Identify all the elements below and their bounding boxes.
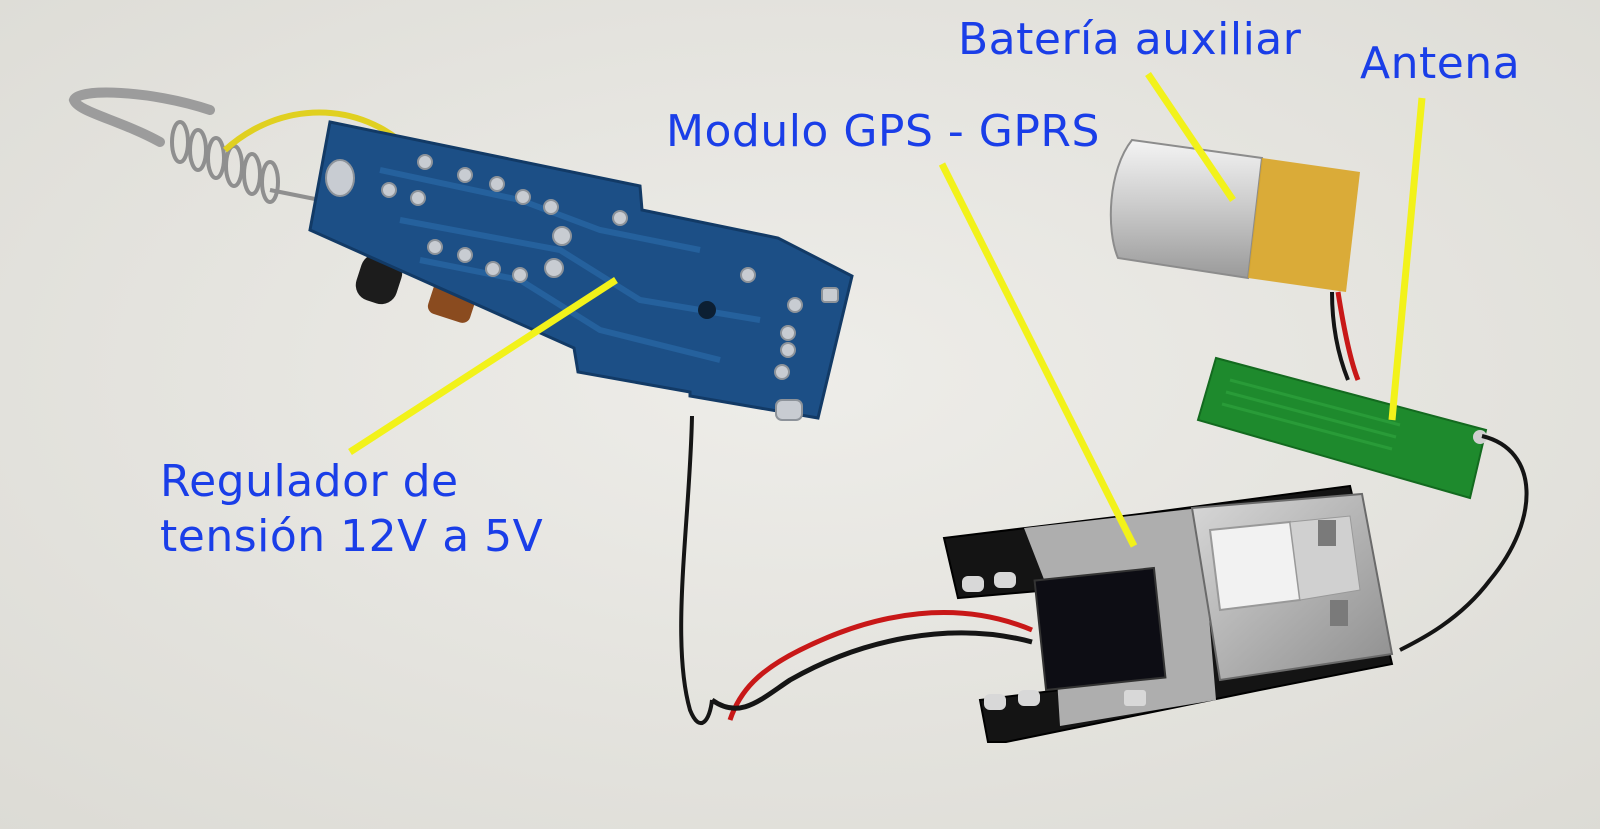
label-regulador-line2: tensión 12V a 5V bbox=[160, 511, 544, 562]
label-bateria-auxiliar: Batería auxiliar bbox=[958, 14, 1302, 65]
module-black-wire bbox=[710, 630, 1033, 711]
pointer-line-antena bbox=[1388, 97, 1426, 421]
black-wire-lower bbox=[679, 415, 714, 725]
metal-clip bbox=[68, 87, 215, 147]
battery-kapton-wrap bbox=[1248, 158, 1360, 292]
antenna bbox=[1196, 356, 1529, 652]
pointer-line-regulador bbox=[348, 277, 618, 455]
battery-red-wire bbox=[1335, 291, 1361, 381]
module-red-wire bbox=[727, 610, 1033, 721]
battery-body bbox=[1109, 138, 1264, 280]
backup-battery bbox=[1109, 138, 1361, 381]
pointer-line-bateria bbox=[1145, 72, 1236, 202]
battery-black-wire bbox=[1330, 291, 1350, 381]
pointer-lines bbox=[348, 72, 1426, 548]
regulator-pcb bbox=[308, 120, 854, 420]
label-modulo-gps-gprs: Modulo GPS - GPRS bbox=[666, 106, 1100, 157]
pointer-line-modulo bbox=[938, 162, 1138, 548]
usb-port bbox=[1190, 492, 1394, 682]
label-antena: Antena bbox=[1360, 38, 1521, 89]
gps-chip bbox=[1033, 566, 1167, 692]
spring-contact bbox=[170, 120, 321, 204]
antenna-solder-point bbox=[1473, 430, 1487, 444]
solder-pads bbox=[325, 154, 839, 421]
mounting-hole bbox=[698, 301, 716, 319]
antenna-lead-wire bbox=[1399, 434, 1529, 652]
gps-gprs-module bbox=[710, 484, 1394, 743]
module-smd-pads bbox=[962, 572, 1146, 710]
voltage-regulator-board bbox=[68, 87, 854, 725]
antenna-trace-pattern bbox=[1221, 378, 1401, 451]
label-regulador-line1: Regulador de bbox=[160, 456, 459, 507]
